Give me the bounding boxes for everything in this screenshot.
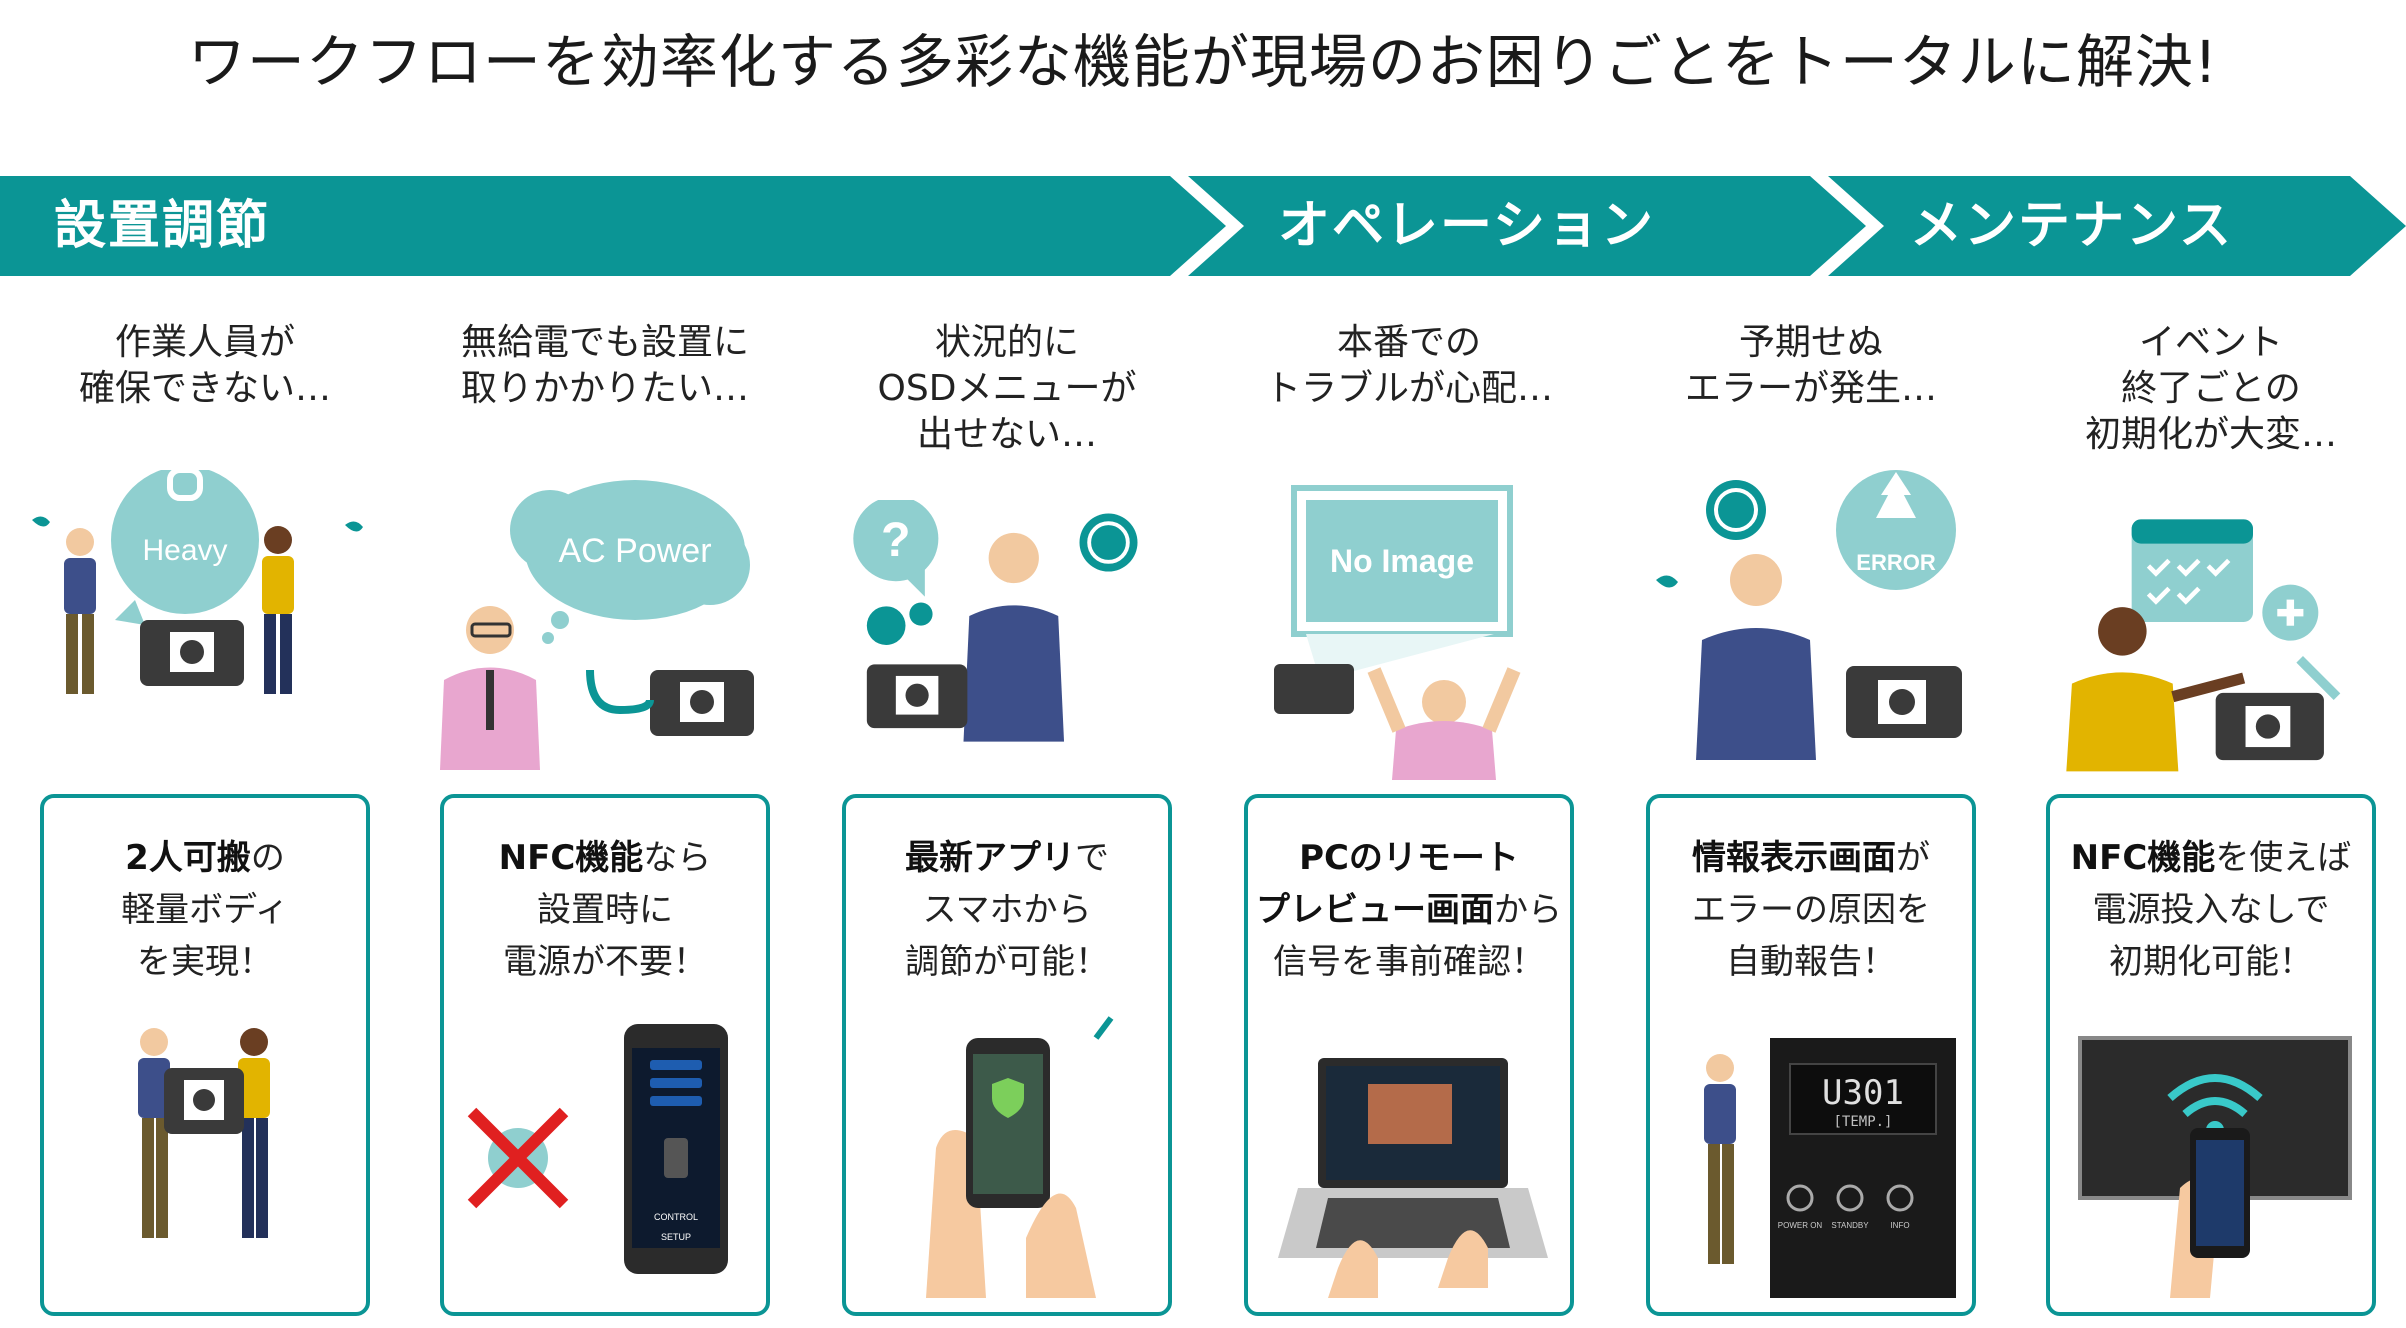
phase-label-maintenance: メンテナンス xyxy=(1910,196,2233,256)
panel-label-info: INFO xyxy=(1890,1221,1909,1230)
projector-icon xyxy=(140,620,244,686)
illustration-reset xyxy=(2066,519,2341,772)
projector-icon xyxy=(866,664,968,729)
person-icon xyxy=(440,606,540,770)
sweat-icon xyxy=(1656,575,1678,588)
plus-icon xyxy=(2262,584,2319,641)
no-image-label: No Image xyxy=(1330,543,1474,579)
phone-button-control: CONTROL xyxy=(654,1212,698,1222)
hand-phone-app-icon xyxy=(926,1016,1114,1298)
weight-icon: Heavy xyxy=(111,470,259,625)
person-icon xyxy=(262,526,294,694)
phase-label-setup: 設置調節 xyxy=(54,196,271,256)
solution-text: 最新アプリで スマホから 調節が可能！ xyxy=(905,838,1109,982)
question-bubble-icon: ? xyxy=(853,500,939,597)
problem-text: 予期せぬエラーが発生… xyxy=(1684,322,1937,409)
clock-icon xyxy=(1079,513,1138,572)
person-icon xyxy=(1367,667,1521,780)
info-panel-icon: U301 [TEMP.] POWER ON STANDBY INFO xyxy=(1704,1038,1956,1298)
illustration-heavy: Heavy xyxy=(32,470,363,694)
page-title: ワークフローを効率化する多彩な機能が現場のお困りごとをトータルに解決! xyxy=(187,28,2219,96)
projector-icon xyxy=(1274,664,1354,714)
laptop-icon xyxy=(1278,1058,1548,1298)
nfc-projector-icon xyxy=(2078,1036,2352,1298)
error-code: U301 xyxy=(1822,1073,1904,1113)
error-subcode: [TEMP.] xyxy=(1833,1114,1892,1130)
phase-bar xyxy=(0,176,2406,276)
problem-text: 作業人員が確保できない… xyxy=(78,322,331,409)
problem-text: イベント終了ごとの初期化が大変… xyxy=(2084,322,2337,455)
projector-icon xyxy=(650,670,754,736)
problem-text: 無給電でも設置に取りかかりたい… xyxy=(460,322,749,409)
phase-chevron-setup xyxy=(0,176,1226,276)
illustration-no-image: No Image xyxy=(1274,485,1521,780)
weight-label: Heavy xyxy=(142,534,227,567)
illustration-ac-power: AC Power xyxy=(440,480,754,770)
solution-text: NFC機能なら 設置時に 電源が不要！ xyxy=(498,838,712,982)
person-icon xyxy=(1704,1054,1736,1264)
projector-icon xyxy=(2215,692,2324,761)
solution-card: 最新アプリで スマホから 調節が可能！ xyxy=(842,794,1172,1316)
phone-button-setup: SETUP xyxy=(661,1232,691,1242)
phase-chevron-maintenance xyxy=(1828,176,2406,276)
solution-card: PCのリモート プレビュー画面から 信号を事前確認！ xyxy=(1244,794,1574,1316)
person-icon xyxy=(963,532,1065,742)
solution-card: 情報表示画面が エラーの原因を 自動報告！ U301 [TEMP.] POWER… xyxy=(1646,794,1976,1316)
solution-text: NFC機能を使えば 電源投入なしで 初期化可能！ xyxy=(2070,838,2352,982)
solution-text: 2人可搬の 軽量ボディ を実現！ xyxy=(121,838,289,982)
screen-icon: No Image xyxy=(1291,485,1513,637)
no-plug-icon xyxy=(467,1107,569,1209)
question-mark: ? xyxy=(881,513,911,567)
solution-text: PCのリモート プレビュー画面から 信号を事前確認！ xyxy=(1256,838,1562,982)
solution-card: NFC機能なら 設置時に 電源が不要！ CONTROL SETUP xyxy=(440,794,770,1316)
error-label: ERROR xyxy=(1856,550,1936,575)
person-icon xyxy=(2066,607,2246,772)
phase-chevron-operation xyxy=(1188,176,1866,276)
bubble-label: AC Power xyxy=(558,532,711,570)
solution-text: 情報表示画面が エラーの原因を 自動報告！ xyxy=(1692,838,1930,982)
cloud-bubble-icon: AC Power xyxy=(510,480,750,644)
solution-card: 2人可搬の 軽量ボディ を実現！ xyxy=(40,794,370,1316)
nfc-phone-icon: CONTROL SETUP xyxy=(467,1024,728,1274)
clock-icon xyxy=(1706,480,1766,540)
gear-icon xyxy=(866,602,933,645)
person-icon xyxy=(64,528,96,694)
illustration-error: ERROR xyxy=(1656,470,1962,760)
error-bubble-icon: ERROR xyxy=(1836,470,1956,590)
sweat-icon xyxy=(32,516,363,532)
problem-text: 本番でのトラブルが心配… xyxy=(1264,322,1553,409)
two-people-carrying-icon xyxy=(138,1028,270,1238)
smartphone-icon: CONTROL SETUP xyxy=(624,1024,728,1274)
shield-icon xyxy=(992,1078,1024,1118)
wrench-icon xyxy=(2296,656,2341,700)
solution-card: NFC機能を使えば 電源投入なしで 初期化可能！ xyxy=(2046,794,2376,1316)
panel-label-standby: STANDBY xyxy=(1831,1221,1869,1230)
calendar-icon xyxy=(2131,519,2253,622)
panel-label-power: POWER ON xyxy=(1778,1221,1823,1230)
person-icon xyxy=(1696,554,1816,760)
phase-label-operation: オペレーション xyxy=(1278,196,1655,256)
projector-icon xyxy=(1846,666,1962,738)
illustration-osd: ? xyxy=(853,500,1138,742)
power-cable-icon xyxy=(586,669,654,715)
